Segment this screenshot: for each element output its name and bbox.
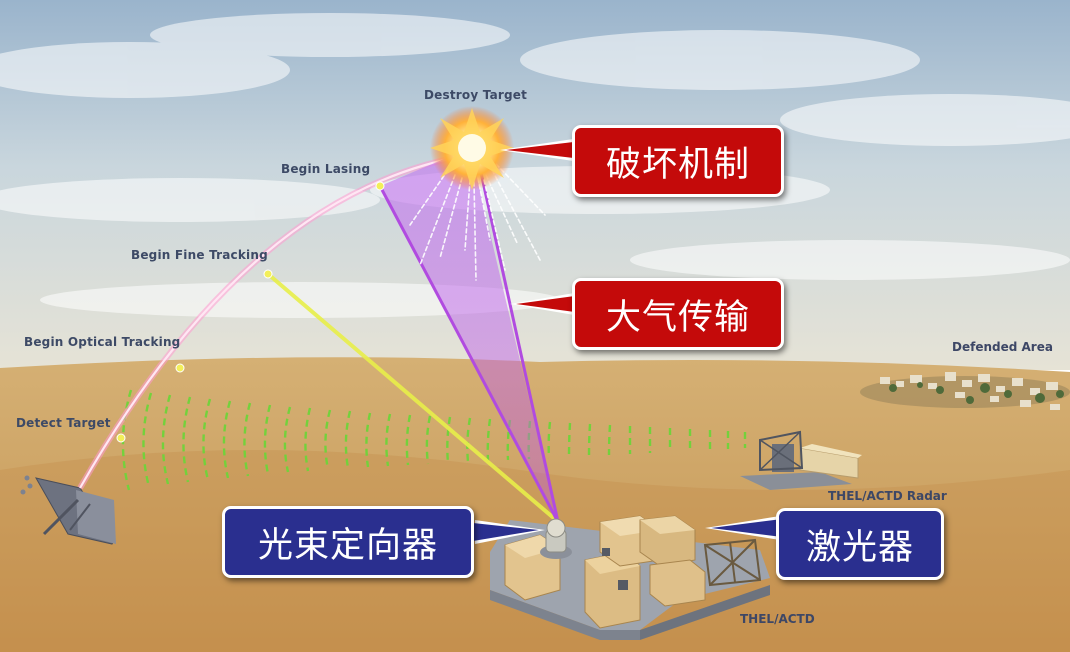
laser-beam [380,148,558,522]
label-thel-actd: THEL/ACTD [740,612,815,626]
callout-laser: 激光器 [776,508,944,580]
label-thel-radar: THEL/ACTD Radar [828,489,947,503]
callout-atmospheric-transmission: 大气传输 [572,278,784,350]
explosion [430,106,514,190]
radar-unit [740,430,862,490]
defended-area-town [860,372,1070,410]
label-begin-fine-tracking: Begin Fine Tracking [131,248,268,262]
launcher [20,475,116,545]
label-detect-target: Detect Target [16,416,111,430]
callout-kill-mechanism: 破坏机制 [572,125,784,197]
trajectory-markers [116,181,385,443]
thel-complex [490,515,770,640]
label-begin-optical-tracking: Begin Optical Tracking [24,335,181,349]
callout-beam-director: 光束定向器 [222,506,474,578]
debris [409,163,546,281]
tracking-beam [266,272,558,522]
label-begin-lasing: Begin Lasing [281,162,371,176]
label-defended-area: Defended Area [952,340,1053,354]
label-destroy-target: Destroy Target [424,88,528,102]
